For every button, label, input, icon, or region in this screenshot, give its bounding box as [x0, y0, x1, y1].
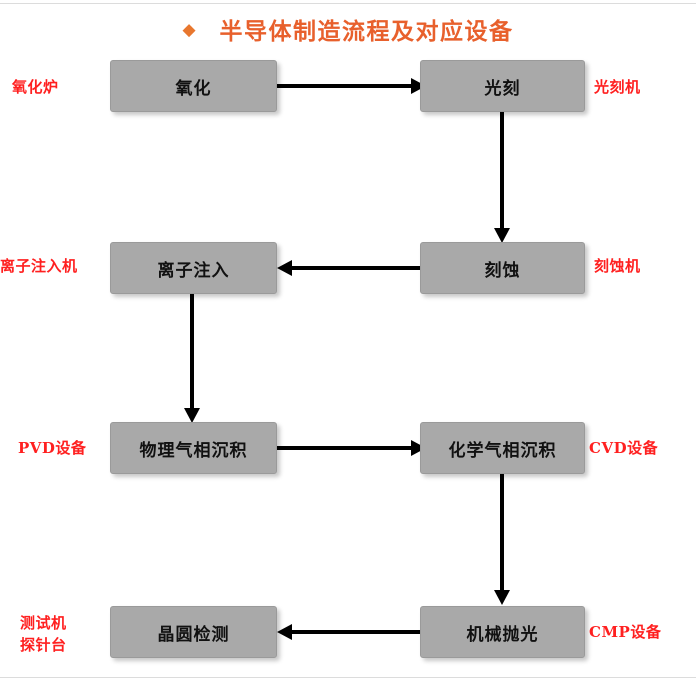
node-cvd-label: 化学气相沉积 — [448, 440, 557, 461]
node-pvd-label: 物理气相沉积 — [139, 440, 248, 461]
edge-etching-to-ion-implant — [292, 266, 420, 270]
arrow-head-left-etching-ion-implant — [277, 260, 292, 276]
equipment-label-oxidation-furnace: 氧化炉 — [12, 78, 59, 96]
edge-cmp-to-wafer-test — [292, 630, 420, 634]
slide-title: ◆ 半导体制造流程及对应设备 — [0, 12, 696, 46]
bottom-divider-rule — [0, 677, 696, 678]
node-ion-implant-label: 离子注入 — [157, 260, 230, 281]
equipment-label-pvd-equipment: PVD设备 — [18, 439, 87, 457]
node-oxidation-label: 氧化 — [175, 78, 212, 99]
arrow-head-down-cvd-cmp — [494, 590, 510, 605]
node-wafer-test-label: 晶圆检测 — [157, 624, 230, 645]
diamond-bullet-icon: ◆ — [182, 19, 196, 40]
node-ion-implant[interactable]: 离子注入 — [110, 242, 277, 294]
node-cmp[interactable]: 机械抛光 — [420, 606, 585, 658]
arrow-head-left-cmp-wafer-test — [277, 624, 292, 640]
equipment-label-implanter: 离子注入机 — [0, 257, 78, 275]
node-photolithography-label: 光刻 — [484, 78, 521, 99]
equipment-label-tester-line1: 测试机 — [20, 614, 67, 632]
equipment-label-tester-line2: 探针台 — [20, 635, 67, 654]
node-etching[interactable]: 刻蚀 — [420, 242, 585, 294]
equipment-label-cmp-equipment: CMP设备 — [589, 623, 662, 641]
equipment-label-tester: 测试机 探针台 — [20, 613, 67, 657]
equipment-label-etcher: 刻蚀机 — [594, 257, 641, 275]
edge-cvd-to-cmp — [500, 474, 504, 592]
node-oxidation[interactable]: 氧化 — [110, 60, 277, 112]
arrow-head-down-photolithography-etching — [494, 228, 510, 243]
edge-ion-implant-to-pvd — [190, 294, 194, 410]
node-wafer-test[interactable]: 晶圆检测 — [110, 606, 277, 658]
top-divider-rule — [0, 3, 696, 4]
arrow-head-down-ion-implant-pvd — [184, 408, 200, 423]
edge-oxidation-to-photolithography — [277, 84, 411, 88]
node-cmp-label: 机械抛光 — [466, 624, 539, 645]
edge-photolithography-to-etching — [500, 112, 504, 230]
slide-title-text: 半导体制造流程及对应设备 — [219, 18, 514, 45]
node-cvd[interactable]: 化学气相沉积 — [420, 422, 585, 474]
equipment-label-stepper: 光刻机 — [594, 78, 641, 96]
node-etching-label: 刻蚀 — [484, 260, 521, 281]
node-pvd[interactable]: 物理气相沉积 — [110, 422, 277, 474]
edge-pvd-to-cvd — [277, 446, 411, 450]
equipment-label-cvd-equipment: CVD设备 — [589, 439, 659, 457]
node-photolithography[interactable]: 光刻 — [420, 60, 585, 112]
